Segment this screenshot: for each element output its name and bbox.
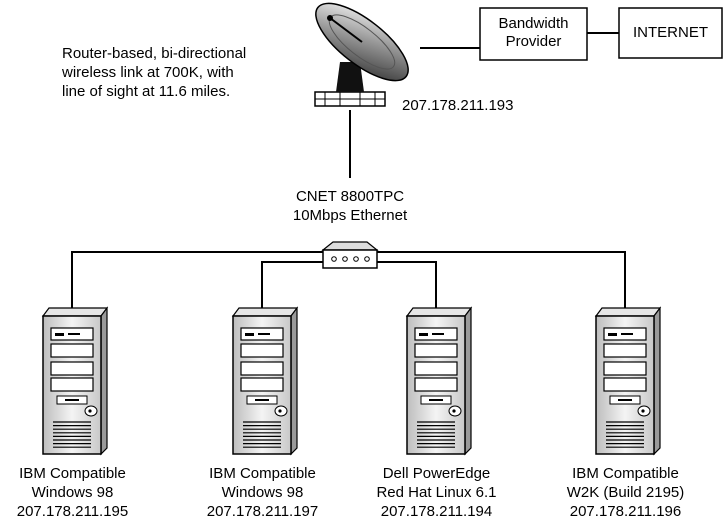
hub-model-label: CNET 8800TPC <box>295 188 405 205</box>
computer-tower-icon <box>231 306 299 456</box>
computer-3-ip: 207.178.211.194 <box>380 503 493 520</box>
internet-box <box>618 7 723 59</box>
computer-towers <box>41 306 662 456</box>
hub-speed-label: 10Mbps Ethernet <box>292 207 408 224</box>
computer-3-model: Dell PowerEdge <box>382 465 491 482</box>
computer-4-label: IBM Compatible W2K (Build 2195) 207.178.… <box>548 464 703 521</box>
computer-2-ip: 207.178.211.197 <box>206 503 319 520</box>
ethernet-hub-icon <box>321 241 379 269</box>
hub-to-computer-4-line <box>375 251 626 316</box>
computer-tower-icon <box>405 306 473 456</box>
computer-3-label: Dell PowerEdge Red Hat Linux 6.1 207.178… <box>359 464 514 521</box>
computer-1-os: Windows 98 <box>31 484 114 501</box>
computer-1-label: IBM Compatible Windows 98 207.178.211.19… <box>0 464 150 521</box>
computer-4-os: W2K (Build 2195) <box>566 484 685 501</box>
bandwidth-provider-line-2: Provider <box>505 33 562 50</box>
computer-tower-icon <box>41 306 109 456</box>
hub-label: CNET 8800TPC 10Mbps Ethernet <box>250 187 450 225</box>
computer-2-os: Windows 98 <box>221 484 304 501</box>
link-description-line-3: line of sight at 11.6 miles. <box>62 83 231 100</box>
computer-1-model: IBM Compatible <box>19 465 126 482</box>
connection-lines <box>71 32 626 316</box>
bandwidth-provider-line-1: Bandwidth <box>498 15 569 32</box>
satellite-dish-icon <box>314 2 409 107</box>
computer-2-model: IBM Compatible <box>209 465 316 482</box>
computer-4-model: IBM Compatible <box>572 465 679 482</box>
link-description-line-2: wireless link at 700K, with <box>62 64 234 81</box>
computer-4-ip: 207.178.211.196 <box>569 503 682 520</box>
bandwidth-provider-label: Bandwidth Provider <box>480 15 587 51</box>
hub-to-computer-3-line <box>375 261 437 316</box>
internet-label: INTERNET <box>633 24 708 41</box>
link-description-line-1: Router-based, bi-directional <box>62 45 247 62</box>
dish-ip-label: 207.178.211.193 <box>402 97 514 114</box>
computer-tower-icon <box>594 306 662 456</box>
link-description: Router-based, bi-directional wireless li… <box>62 44 246 101</box>
hub-to-computer-2-line <box>261 261 325 316</box>
computer-1-ip: 207.178.211.195 <box>16 503 129 520</box>
bandwidth-provider-box <box>479 7 588 61</box>
computer-2-label: IBM Compatible Windows 98 207.178.211.19… <box>185 464 340 521</box>
hub-to-computer-1-line <box>71 251 325 316</box>
computer-3-os: Red Hat Linux 6.1 <box>376 484 497 501</box>
